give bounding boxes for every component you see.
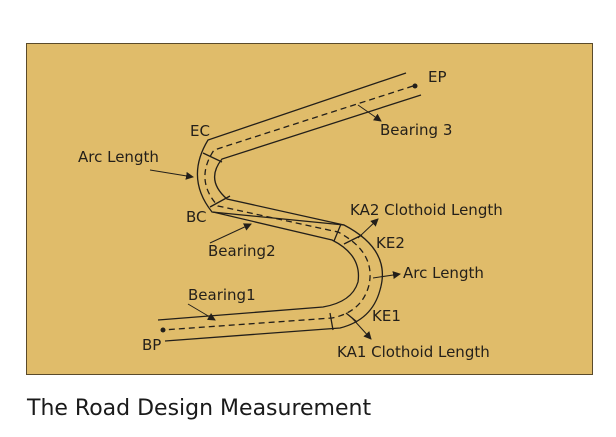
road-lower-edge-mid [157,211,360,321]
label-bearing3: Bearing 3 [380,121,453,139]
ka1-arrow [351,317,372,340]
label-bc: BC [186,208,207,226]
label-arc-length-top: Arc Length [78,148,159,166]
label-ka2: KA2 Clothoid Length [350,201,503,219]
road-inner-edge-top [214,94,422,226]
road-outer-edge-top [164,72,407,342]
diagram-title: The Road Design Measurement [27,396,372,421]
arc-length-top-arrow [149,169,194,180]
label-ke2: KE2 [376,234,405,252]
label-ke1: KE1 [372,307,401,325]
label-ep: EP [428,68,447,86]
bearing3-arrow [357,104,382,122]
ep-point [412,83,418,89]
tick-marks [202,152,363,331]
road-centerline [162,85,414,331]
label-arc-length-right: Arc Length [403,264,484,282]
arc-length-right-arrow [372,271,401,279]
label-bearing1: Bearing1 [188,286,256,304]
label-ka1: KA1 Clothoid Length [337,343,490,361]
ka2-arrow [357,218,379,239]
bp-point [160,327,166,333]
label-bp: BP [142,336,162,354]
label-ec: EC [190,122,210,140]
label-bearing2: Bearing2 [208,242,276,260]
bearing1-arrow [187,303,216,321]
bearing2-arrow [209,223,252,244]
